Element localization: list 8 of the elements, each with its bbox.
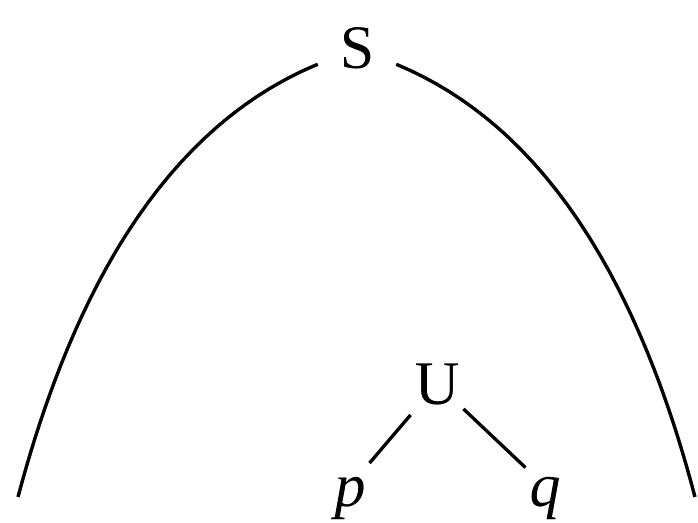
- tree-node-label: p: [330, 455, 370, 517]
- branch-line: [395, 62, 697, 498]
- tree-node-label: S: [318, 17, 396, 79]
- tree-node-label: q: [526, 455, 564, 517]
- tree-node-label: U: [410, 353, 464, 415]
- branch-line: [462, 408, 527, 469]
- branch-line: [368, 414, 412, 464]
- branch-line: [16, 62, 319, 498]
